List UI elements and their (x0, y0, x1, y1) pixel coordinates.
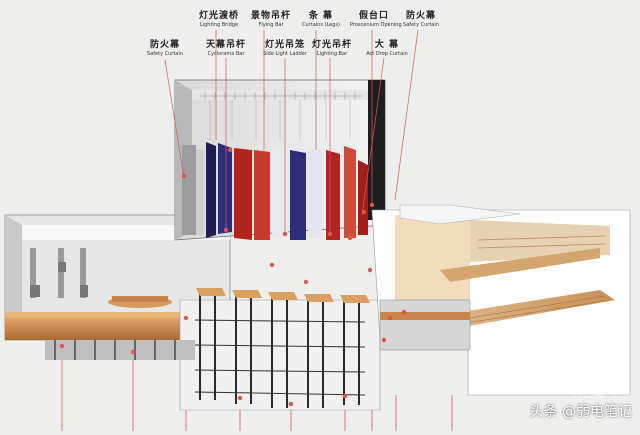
label-proscenium-opening-en: Proscenium Opening (350, 22, 402, 28)
label-lighting-bridge-en: Lighting Bridge (199, 22, 239, 28)
label-side-light-ladder-en: Side Light Ladder (263, 51, 307, 57)
label-safety-curtain-top-en: Safety Curtain (403, 22, 439, 28)
marker-dots (59, 147, 407, 407)
label-cyclorama-bar-en: Cyclorama Bar (207, 51, 245, 57)
label-side-light-ladder-zh: 灯光吊笼 (264, 40, 305, 50)
label-lighting-bar: 灯光吊杆 Lighting Bar (308, 41, 356, 57)
label-safety-curtain-left-en: Safety Curtain (147, 51, 183, 57)
label-curtains-legs-zh: 条 幕 (308, 11, 334, 21)
forestage (379, 299, 471, 351)
label-flying-bar: 景物吊杆 Flying Bar (248, 12, 294, 28)
label-act-drop-curtain: 大 幕 Act Drop Curtain (362, 41, 412, 57)
label-lighting-bridge: 灯光渡桥 Lighting Bridge (196, 12, 242, 28)
curtains (206, 142, 368, 240)
label-safety-curtain-left-zh: 防火幕 (149, 40, 180, 50)
label-side-light-ladder: 灯光吊笼 Side Light Ladder (260, 41, 310, 57)
label-act-drop-curtain-en: Act Drop Curtain (366, 51, 408, 57)
label-lighting-bar-zh: 灯光吊杆 (311, 40, 352, 50)
label-safety-curtain-top: 防火幕 Safety Curtain (398, 12, 444, 28)
leader-lines-top (164, 29, 419, 235)
label-curtains-legs-en: Curtains (Legs) (302, 22, 340, 28)
label-safety-curtain-top-zh: 防火幕 (405, 11, 436, 21)
label-cyclorama-bar-zh: 天幕吊杆 (205, 40, 246, 50)
label-flying-bar-en: Flying Bar (258, 22, 284, 28)
label-curtains-legs: 条 幕 Curtains (Legs) (298, 12, 344, 28)
label-lighting-bridge-zh: 灯光渡桥 (198, 11, 239, 21)
label-lighting-bar-en: Lighting Bar (316, 51, 348, 57)
label-act-drop-curtain-zh: 大 幕 (374, 40, 400, 50)
under-stage-machinery (45, 288, 381, 411)
source-watermark: 头条 @弱电笔记 (529, 404, 632, 420)
label-cyclorama-bar: 天幕吊杆 Cyclorama Bar (202, 41, 250, 57)
label-proscenium-opening: 假台口 Proscenium Opening (350, 11, 402, 28)
label-flying-bar-zh: 景物吊杆 (250, 11, 291, 21)
auditorium (371, 204, 631, 396)
label-safety-curtain-left: 防火幕 Safety Curtain (142, 41, 188, 57)
faint-watermark: 大白电气 (572, 387, 616, 400)
label-proscenium-opening-zh: 假台口 (358, 11, 389, 21)
